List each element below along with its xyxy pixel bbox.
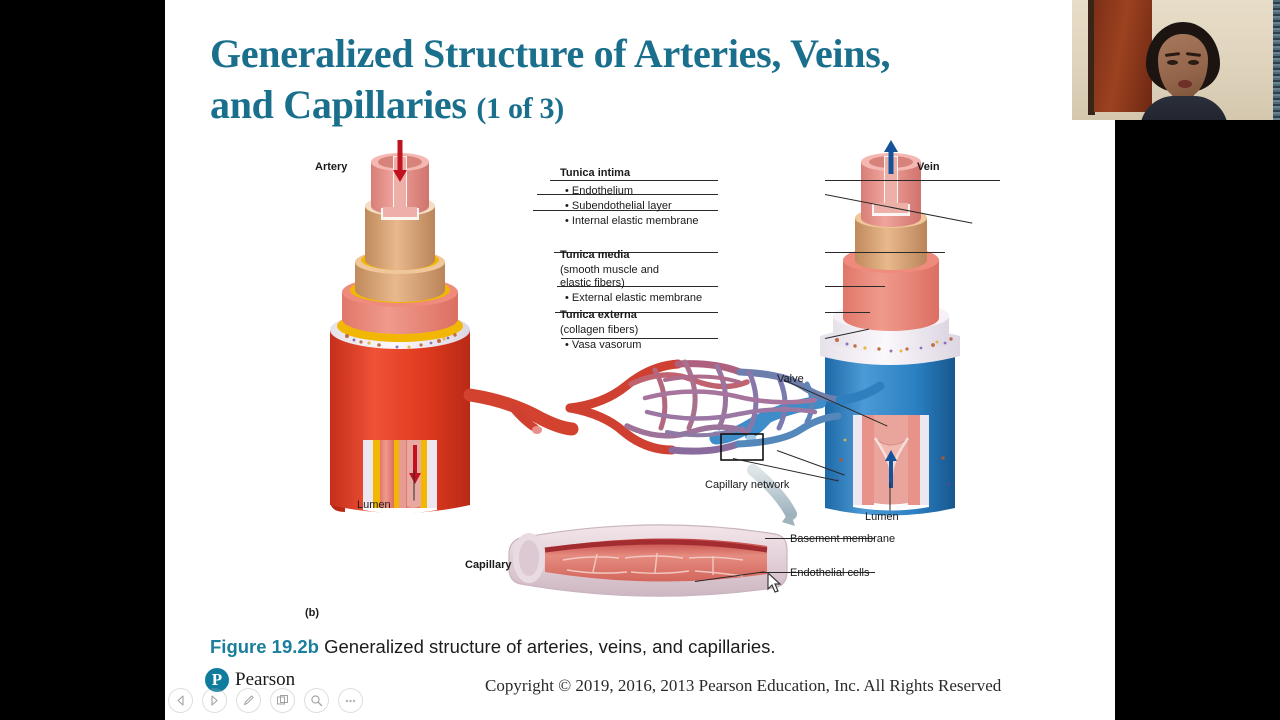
webcam-video-overlay[interactable] xyxy=(1072,0,1280,120)
mouse-cursor xyxy=(767,572,782,593)
capillary-detail-illustration xyxy=(508,524,788,597)
callout-tunica-media-heading: Tunica media xyxy=(560,249,630,261)
more-options-button[interactable] xyxy=(338,688,363,713)
callout-external-elastic-membrane: • External elastic membrane xyxy=(565,292,703,304)
leader-line xyxy=(557,286,718,287)
pearson-wordmark: Pearson xyxy=(235,669,296,690)
leader-line xyxy=(555,312,718,313)
video-edge-artifact xyxy=(1273,0,1280,120)
vein-illustration xyxy=(709,140,960,516)
page-title: Generalized Structure of Arteries, Veins… xyxy=(210,28,1050,130)
callout-endothelium: • Endothelium xyxy=(565,185,634,197)
title-line-2: and Capillaries xyxy=(210,82,467,128)
eye-right xyxy=(1188,60,1199,65)
artery-illustration xyxy=(330,140,579,514)
capillary-bed-illustration xyxy=(565,359,885,526)
ellipsis-icon xyxy=(345,699,356,702)
leader-line xyxy=(533,210,718,211)
label-valve: Valve xyxy=(777,373,804,385)
label-vein-lumen: Lumen xyxy=(865,511,899,523)
triangle-right-icon xyxy=(211,695,218,706)
label-vein: Vein xyxy=(917,161,940,173)
previous-slide-button[interactable] xyxy=(168,688,193,713)
callout-tunica-intima-heading: Tunica intima xyxy=(560,167,631,179)
label-basement-membrane: Basement membrane xyxy=(790,533,896,545)
callout-tunica-media-sub2: elastic fibers) xyxy=(560,277,625,289)
panel-marker: (b) xyxy=(305,607,320,619)
mouth xyxy=(1178,80,1192,88)
leader-line xyxy=(825,286,885,287)
slides-icon xyxy=(277,695,288,705)
vessel-illustration xyxy=(330,140,960,597)
zoom-search-button[interactable] xyxy=(304,688,329,713)
callout-tunica-externa-sub: (collagen fibers) xyxy=(560,324,639,336)
label-endothelial-cells: Endothelial cells xyxy=(790,567,870,579)
figure-diagram: Artery Vein Tunica intima • Endothelium … xyxy=(165,140,1115,630)
triangle-left-icon xyxy=(177,695,184,706)
play-button[interactable] xyxy=(202,688,227,713)
callout-tunica-media-sub: (smooth muscle and xyxy=(560,264,660,276)
presenter-figure xyxy=(1140,22,1228,120)
copyright-notice: Copyright © 2019, 2016, 2013 Pearson Edu… xyxy=(485,676,1002,695)
label-artery-lumen: Lumen xyxy=(357,499,391,511)
leader-line xyxy=(825,312,870,313)
wooden-door xyxy=(1094,0,1152,112)
pen-icon xyxy=(243,695,254,706)
title-line-1: Generalized Structure of Arteries, Veins… xyxy=(210,31,891,76)
leader-line xyxy=(550,180,718,181)
callout-subendothelial-layer: • Subendothelial layer xyxy=(565,200,672,212)
callout-internal-elastic-membrane: • Internal elastic membrane xyxy=(565,215,699,227)
torso xyxy=(1140,96,1228,120)
leader-line xyxy=(889,482,891,511)
leader-line xyxy=(413,470,415,501)
label-artery: Artery xyxy=(315,161,348,173)
slide-toolbar xyxy=(168,688,363,713)
callout-vasa-vasorum: • Vasa vasorum xyxy=(565,339,642,351)
leader-line xyxy=(759,572,875,573)
slide-overview-button[interactable] xyxy=(270,688,295,713)
eye-left xyxy=(1167,60,1178,65)
figure-caption-text: Generalized structure of arteries, veins… xyxy=(318,636,776,657)
leader-line xyxy=(554,252,718,253)
leader-line xyxy=(765,538,875,539)
leader-line xyxy=(825,252,945,253)
eyebrow-right xyxy=(1185,52,1202,57)
figure-caption: Figure 19.2b Generalized structure of ar… xyxy=(210,636,776,658)
title-part-indicator: (1 of 3) xyxy=(476,92,564,126)
callout-tunica-externa-heading: Tunica externa xyxy=(560,309,637,321)
figure-number: Figure 19.2b xyxy=(210,636,319,657)
eyebrow-left xyxy=(1164,52,1181,57)
pen-annotate-button[interactable] xyxy=(236,688,261,713)
label-capillary: Capillary xyxy=(465,559,512,571)
leader-line xyxy=(537,194,718,195)
leader-line xyxy=(561,338,718,339)
leader-line xyxy=(825,180,1000,181)
label-capillary-network: Capillary network xyxy=(705,479,790,491)
presentation-slide[interactable]: Generalized Structure of Arteries, Veins… xyxy=(165,0,1115,720)
magnifier-icon xyxy=(311,695,323,707)
door-frame xyxy=(1088,0,1095,115)
